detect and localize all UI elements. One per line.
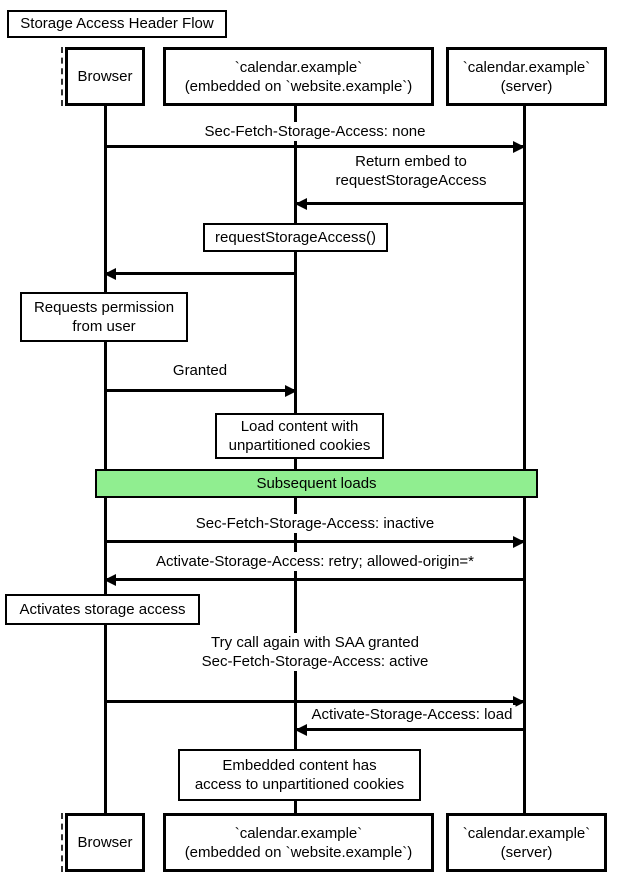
arrowhead-left-icon (104, 573, 116, 586)
participant-embed-bottom: `calendar.example` (embedded on `website… (163, 813, 434, 872)
message-return-embed-arrow (295, 197, 524, 210)
message-try-again-line1: Try call again with SAA granted (211, 634, 419, 651)
lifeline-embed (294, 106, 297, 813)
participant-browser-label: Browser (77, 68, 133, 85)
browser-box-dashed-edge (61, 47, 63, 106)
note-requests-permission-line2: from user (72, 318, 136, 335)
message-granted-arrow (106, 384, 297, 397)
note-request-storage-access-text: requestStorageAccess() (215, 229, 376, 246)
lifeline-server (523, 106, 526, 813)
message-return-embed-label: Return embed to requestStorageAccess (332, 152, 490, 190)
participant-embed-top: `calendar.example` (embedded on `website… (163, 47, 434, 106)
arrowhead-right-icon (513, 535, 525, 548)
divider-subsequent-loads-label: Subsequent loads (256, 475, 377, 492)
message-try-again-line2: Sec-Fetch-Storage-Access: active (201, 653, 429, 670)
note-embedded-access: Embedded content has access to unpartiti… (178, 749, 421, 801)
participant-server-top: `calendar.example` (server) (446, 47, 607, 106)
arrowhead-left-icon (295, 197, 307, 210)
message-activate-retry-label: Activate-Storage-Access: retry; allowed-… (152, 552, 478, 571)
participant-server-label-line2: (server) (500, 77, 553, 95)
message-request-arrow (104, 267, 296, 280)
diagram-title: Storage Access Header Flow (7, 10, 227, 38)
note-load-content-line1: Load content with (240, 418, 359, 435)
participant-browser-top: Browser (65, 47, 145, 106)
message-activate-retry-arrow (104, 573, 523, 586)
lifeline-browser (104, 106, 107, 813)
message-activate-load-label: Activate-Storage-Access: load (308, 705, 516, 724)
participant-server-label-line2: (server) (500, 843, 553, 861)
note-load-content: Load content with unpartitioned cookies (215, 413, 384, 459)
note-requests-permission-line1: Requests permission (33, 299, 175, 316)
participant-server-bottom: `calendar.example` (server) (446, 813, 607, 872)
message-try-again-arrow (106, 695, 525, 708)
message-fetch-inactive-label: Sec-Fetch-Storage-Access: inactive (192, 514, 438, 533)
note-embedded-access-line2: access to unpartitioned cookies (194, 776, 405, 793)
arrowhead-left-icon (295, 723, 307, 736)
message-fetch-none-label: Sec-Fetch-Storage-Access: none (201, 122, 429, 141)
diagram-title-text: Storage Access Header Flow (20, 15, 214, 32)
message-fetch-inactive-arrow (106, 535, 525, 548)
browser-box-dashed-edge (61, 813, 63, 872)
arrowhead-left-icon (104, 267, 116, 280)
note-activates-storage: Activates storage access (5, 594, 200, 625)
message-return-embed-line1: Return embed to (355, 153, 467, 170)
note-requests-permission: Requests permission from user (20, 292, 188, 342)
note-embedded-access-line1: Embedded content has (222, 757, 377, 774)
participant-browser-bottom: Browser (65, 813, 145, 872)
participant-embed-label-line1: `calendar.example` (234, 58, 363, 76)
arrowhead-right-icon (513, 140, 525, 153)
participant-embed-label-line2: (embedded on `website.example`) (184, 843, 413, 861)
participant-server-label-line1: `calendar.example` (462, 58, 591, 76)
note-activates-storage-text: Activates storage access (19, 601, 186, 618)
message-return-embed-line2: requestStorageAccess (335, 172, 487, 189)
arrowhead-right-icon (285, 384, 297, 397)
participant-embed-label-line2: (embedded on `website.example`) (184, 77, 413, 95)
participant-browser-label: Browser (77, 834, 133, 851)
divider-subsequent-loads: Subsequent loads (95, 469, 538, 498)
message-granted-label: Granted (169, 361, 231, 380)
participant-embed-label-line1: `calendar.example` (234, 824, 363, 842)
message-try-again-label: Try call again with SAA granted Sec-Fetc… (198, 633, 432, 671)
message-activate-load-arrow (295, 723, 524, 736)
note-request-storage-access: requestStorageAccess() (203, 223, 388, 252)
participant-server-label-line1: `calendar.example` (462, 824, 591, 842)
message-fetch-none-arrow (106, 140, 525, 153)
arrowhead-right-icon (513, 695, 525, 708)
note-load-content-line2: unpartitioned cookies (228, 437, 371, 454)
